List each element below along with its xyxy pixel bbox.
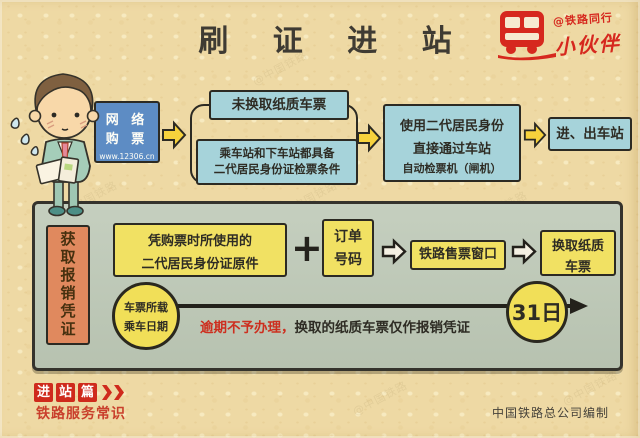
flow-arrow-icon	[523, 121, 547, 149]
paper-ticket-line2: 车票	[564, 260, 591, 275]
gate-line1: 使用二代居民身份	[399, 119, 504, 134]
order-line1: 订单	[334, 229, 362, 245]
station-condition-line1: 乘车站和下车站都具备	[219, 146, 335, 160]
id-original-line1: 凭购票时所使用的	[147, 234, 252, 249]
flow-arrow-icon	[357, 123, 382, 153]
ticket-window-box: 铁路售票窗口	[410, 240, 506, 270]
watermark: @中国铁路	[350, 378, 410, 419]
deadline-31days-circle: 31日	[506, 281, 568, 343]
order-line2: 号码	[334, 252, 362, 268]
series-subtitle: 铁路服务常识	[36, 406, 126, 422]
chevron-icon	[102, 385, 112, 400]
cartoon-character	[2, 66, 120, 222]
enter-exit-station-box: 进、出车站	[548, 117, 632, 151]
plus-sign: +	[291, 226, 323, 270]
order-number-box: 订单 号码	[322, 219, 374, 277]
web-booking-url: www.12306.cn	[99, 152, 155, 161]
page-title: 刷 证 进 站	[198, 24, 469, 59]
watermark: @中国铁路	[560, 368, 620, 409]
series-char: 进	[34, 383, 53, 402]
train-icon	[498, 11, 556, 61]
web-booking-line2: 购 票	[105, 132, 149, 147]
overdue-warning: 逾期不予办理，换取的纸质车票仅作报销凭证	[145, 316, 525, 336]
station-condition-box: 乘车站和下车站都具备 二代居民身份证检票条件	[196, 139, 358, 185]
timeline-arrow	[160, 298, 588, 314]
hollow-arrow-icon	[511, 238, 537, 265]
gate-machine-box: 使用二代居民身份 直接通过车站 自动检票机（闸机）	[383, 104, 521, 182]
reimbursement-label: 获取报销凭证	[46, 225, 90, 345]
series-char: 篇	[78, 383, 97, 402]
logo-line2: 小伙伴	[553, 30, 622, 60]
chevron-icon	[114, 385, 124, 400]
id-original-box: 凭购票时所使用的 二代居民身份证原件	[113, 223, 287, 277]
brand-logo: @铁路同行 小伙伴	[494, 5, 636, 65]
web-booking-line1: 网 络	[105, 113, 149, 128]
paper-ticket-box: 换取纸质 车票	[540, 230, 616, 276]
series-char: 站	[56, 383, 75, 402]
gate-line3: 自动检票机（闸机）	[402, 162, 502, 175]
paper-ticket-line1: 换取纸质	[551, 239, 604, 254]
travel-date-line2: 乘车日期	[124, 319, 168, 333]
gate-line2: 直接通过车站	[412, 142, 491, 157]
hollow-arrow-icon	[381, 238, 407, 265]
overdue-warning-black: 换取的纸质车票仅作报销凭证	[294, 320, 471, 336]
no-paper-ticket-box: 未换取纸质车票	[209, 90, 349, 120]
travel-date-circle: 车票所载 乘车日期	[112, 282, 180, 350]
logo-line1: @铁路同行	[552, 11, 614, 29]
station-condition-line2: 二代居民身份证检票条件	[213, 162, 341, 177]
travel-date-line1: 车票所载	[124, 300, 168, 314]
credit-text: 中国铁路总公司编制	[491, 406, 609, 420]
series-badge: 进 站 篇	[34, 383, 124, 402]
overdue-warning-red: 逾期不予办理，	[200, 320, 295, 336]
id-original-line2: 二代居民身份证原件	[141, 257, 259, 272]
flow-arrow-icon	[162, 120, 187, 150]
web-booking-box: 网 络 购 票 www.12306.cn	[94, 101, 160, 163]
